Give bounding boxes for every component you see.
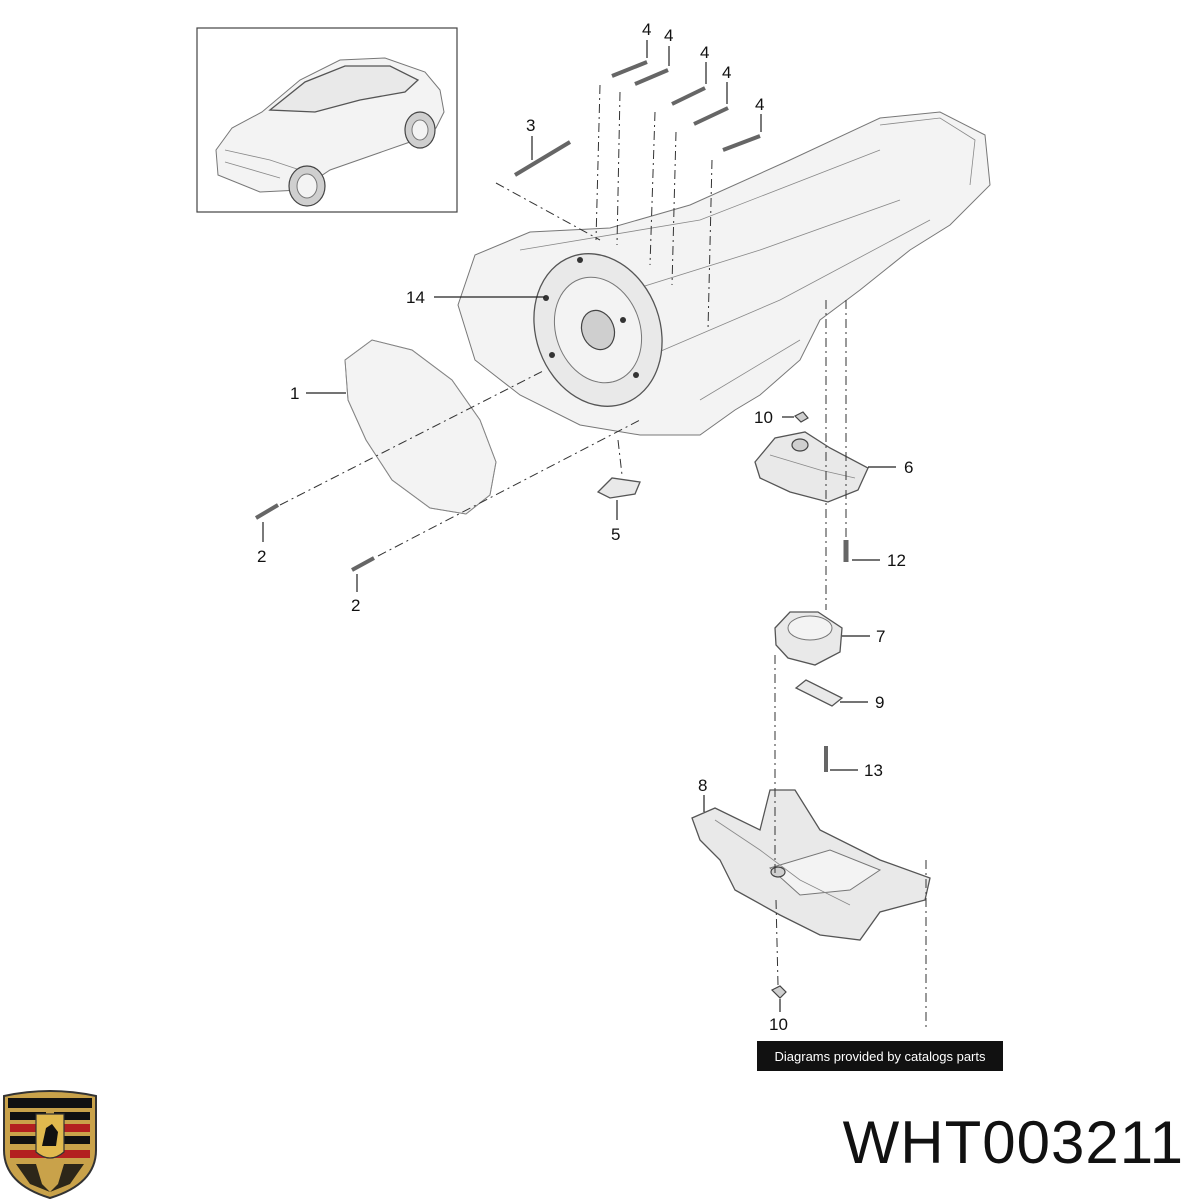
transmission-assembly xyxy=(457,111,991,436)
porsche-crest-icon xyxy=(3,1090,97,1200)
callout-13: 13 xyxy=(864,761,883,780)
callout-7: 7 xyxy=(876,627,885,646)
plate-9 xyxy=(794,679,844,707)
callout-10-upper: 10 xyxy=(754,408,773,427)
callout-8: 8 xyxy=(698,776,707,795)
callout-4-a: 4 xyxy=(642,20,651,39)
nut-10-lower xyxy=(770,985,787,999)
suv-illustration xyxy=(215,57,445,207)
transmission-mount-6 xyxy=(754,431,869,503)
callout-5: 5 xyxy=(611,525,620,544)
callout-10-lower: 10 xyxy=(769,1015,788,1034)
rubber-mount-7 xyxy=(774,611,843,666)
callout-9: 9 xyxy=(875,693,884,712)
callout-6: 6 xyxy=(904,458,913,477)
bracket-5 xyxy=(596,477,641,499)
part-number: WHT003211 xyxy=(842,1109,1184,1176)
callout-3: 3 xyxy=(526,116,535,135)
callout-4-d: 4 xyxy=(722,63,731,82)
callout-1: 1 xyxy=(290,384,299,403)
assembly-dash-lines xyxy=(279,84,927,1030)
bolt-2-upper xyxy=(254,503,280,520)
bolts-4 xyxy=(611,60,761,152)
callout-12: 12 xyxy=(887,551,906,570)
gasket-seal xyxy=(344,339,497,515)
bolt-3 xyxy=(513,140,572,177)
callout-4-e: 4 xyxy=(755,95,764,114)
callout-4-c: 4 xyxy=(700,43,709,62)
callout-14: 14 xyxy=(406,288,425,307)
callout-4-b: 4 xyxy=(664,26,673,45)
bolt-2-lower xyxy=(351,556,375,572)
callout-2-lower: 2 xyxy=(351,596,360,615)
nut-10-upper xyxy=(793,411,809,423)
callout-2-upper: 2 xyxy=(257,547,266,566)
crossmember-8 xyxy=(691,789,931,941)
diagram-credit: Diagrams provided by catalogs parts xyxy=(757,1041,1003,1071)
callout-leaders xyxy=(262,40,896,1012)
vehicle-inset xyxy=(196,27,458,213)
